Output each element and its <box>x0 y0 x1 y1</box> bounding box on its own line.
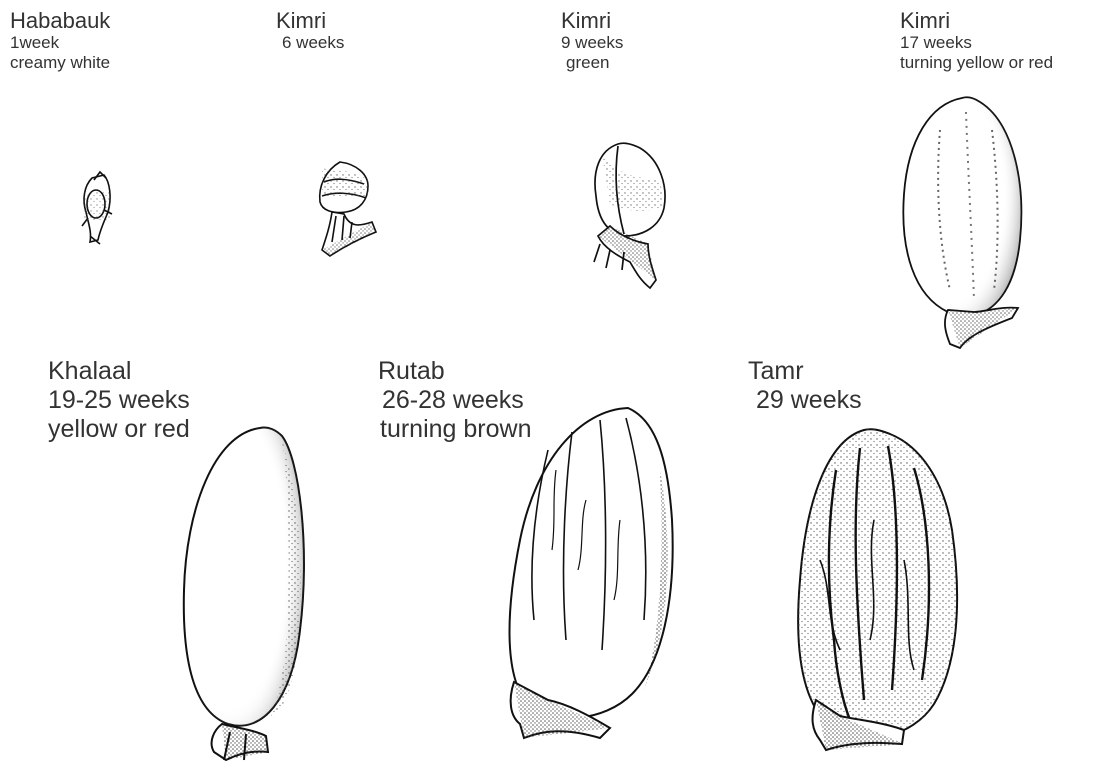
fruit-kimri-17-weeks <box>903 97 1021 348</box>
fruit-rutab <box>510 408 673 738</box>
fruit-kimri-9-weeks <box>594 143 665 288</box>
fruit-khalaal <box>184 427 304 760</box>
fruit-tamr <box>798 429 957 750</box>
fruit-kimri-6-weeks <box>320 162 376 256</box>
fruit-hababauk <box>82 172 112 244</box>
